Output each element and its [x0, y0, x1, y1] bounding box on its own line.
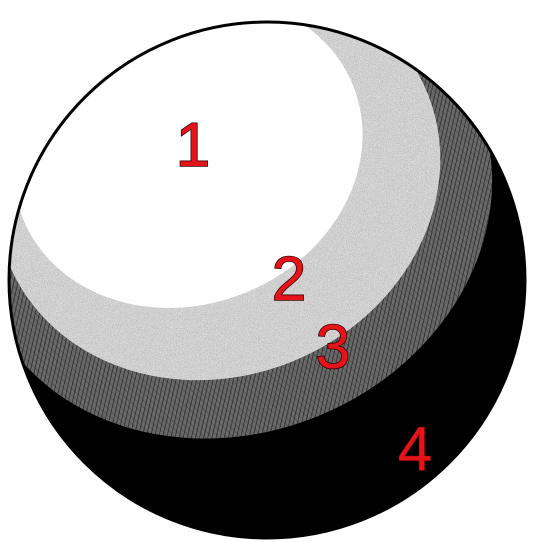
zone-label-2: 2: [272, 245, 306, 314]
zone-label-1: 1: [176, 111, 210, 180]
zone-label-3: 3: [316, 313, 350, 382]
zone-label-4: 4: [398, 415, 432, 484]
